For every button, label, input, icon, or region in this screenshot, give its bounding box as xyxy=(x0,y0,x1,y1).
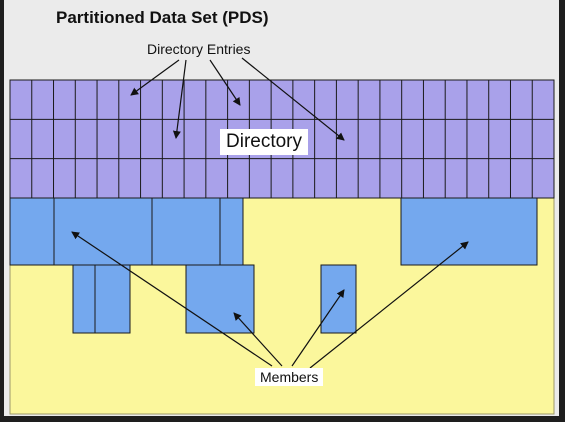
member-block xyxy=(400,197,538,266)
member-block xyxy=(94,264,131,334)
entry-arrow xyxy=(209,59,241,106)
directory-label: Directory xyxy=(220,129,309,155)
member-arrows xyxy=(71,231,469,369)
entry-arrow xyxy=(172,59,187,139)
member-block xyxy=(185,264,255,334)
member-block xyxy=(151,197,221,266)
member-block xyxy=(320,264,357,334)
directory-grid xyxy=(10,80,554,198)
directory-entries-label: Directory Entries xyxy=(147,41,251,57)
entry-arrow xyxy=(130,59,180,96)
members-row-1 xyxy=(9,197,538,266)
member-block xyxy=(72,264,96,334)
member-arrow xyxy=(71,231,273,367)
member-arrow xyxy=(233,312,283,367)
member-block xyxy=(53,197,153,266)
entry-arrow xyxy=(241,57,345,141)
member-arrow xyxy=(309,241,469,369)
member-arrow xyxy=(291,289,345,367)
directory-entry-arrows xyxy=(130,57,345,141)
members-row-2 xyxy=(72,264,357,334)
diagram-title: Partitioned Data Set (PDS) xyxy=(56,8,269,27)
members-label: Members xyxy=(255,368,324,386)
member-block xyxy=(219,197,244,266)
member-block xyxy=(9,197,55,266)
